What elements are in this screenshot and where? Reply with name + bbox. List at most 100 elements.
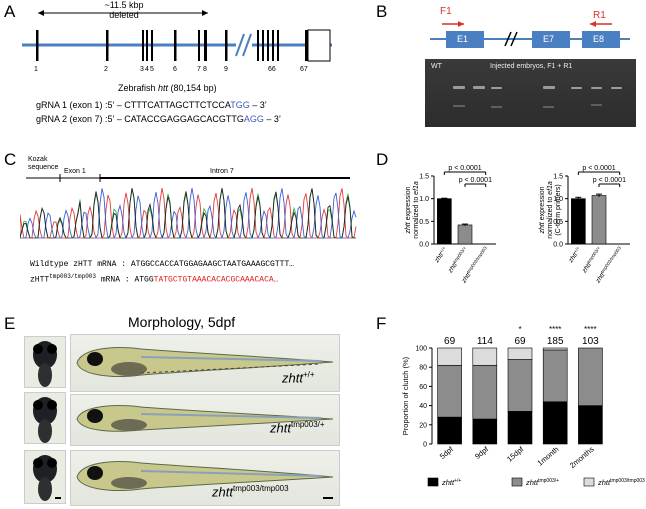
y-tick-label: 0.5: [419, 219, 429, 226]
grna2-sequence: gRNA 2 (exon 7) :5’ – CATACCGAGGAGCACGTT…: [36, 114, 281, 124]
stacked-bar-segment: [507, 359, 533, 412]
gel-caption: Injected embryos, F1 + R1: [490, 63, 573, 70]
dorsal-image-wt: [24, 336, 66, 388]
stacked-bar-segment: [472, 418, 498, 445]
exon-number: 5: [150, 66, 154, 73]
panel-label-b: B: [376, 2, 388, 21]
stacked-bar-segment: [578, 347, 603, 406]
y-tick-label: 1.0: [553, 196, 563, 203]
x-tick-label: zhtt+/+: [566, 245, 583, 265]
y-tick-label: 80: [419, 365, 427, 372]
x-tick-label: zhtt+/+: [432, 245, 449, 265]
exon-e8-label: E8: [593, 34, 605, 44]
exon-number: 66: [268, 66, 276, 73]
morphology-title: Morphology, 5dpf: [128, 314, 236, 330]
gene-label: Zebrafish htt (80,154 bp): [118, 83, 217, 93]
gel-bands: [453, 86, 622, 108]
panel-label-c: C: [4, 150, 17, 169]
mutant-mrna-sequence: zHTTtmp003/tmp003 mRNA : ATGGTATGCTGTAAA…: [30, 273, 279, 285]
exon-number: 7: [197, 66, 201, 73]
intron7-label: Intron 7: [210, 168, 234, 175]
clutch-total-label: 69: [444, 336, 456, 347]
legend-swatch: [511, 477, 523, 487]
fish-lateral-het: [76, 405, 334, 432]
p-value-label: p < 0.0001: [448, 165, 481, 172]
significance-stars: *: [518, 325, 521, 334]
significance-stars: ****: [584, 325, 596, 334]
exon-number: 2: [104, 66, 108, 73]
x-tick-label: 5dpf: [438, 444, 456, 461]
stacked-bar-segment: [542, 401, 568, 445]
exon-number: 8: [203, 66, 207, 73]
stacked-bar-segment: [578, 405, 603, 445]
p-value-label: p < 0.0001: [582, 165, 615, 172]
exon-number: 9: [224, 66, 228, 73]
y-tick-label: 100: [415, 346, 427, 353]
stacked-bar-segment: [472, 364, 498, 420]
y-tick-label: 0.5: [553, 219, 563, 226]
dorsal-image-het: [24, 392, 66, 444]
genotype-label-hom: zhtttmp003/tmp003: [212, 484, 289, 500]
y-axis-label: Proportion of clutch (%): [401, 356, 410, 435]
p-value-label: p < 0.0001: [593, 177, 626, 184]
y-tick-label: 1.5: [419, 174, 429, 181]
x-tick-label: 1month: [536, 445, 561, 468]
gene-break-mark: [235, 33, 245, 57]
genotype-label-wt: zhtt+/+: [282, 370, 315, 386]
exon-box-e7: [532, 31, 570, 48]
exon-number: 6: [173, 66, 177, 73]
exon-number: 4: [145, 66, 149, 73]
significance-stars: ****: [549, 325, 561, 334]
p-value-label: p < 0.0001: [459, 177, 492, 184]
fish-lateral-wt: [76, 347, 334, 377]
bar: [591, 195, 607, 245]
stacked-bar-segment: [542, 347, 568, 351]
panel-label-a: A: [4, 2, 16, 21]
y-axis-label: zhtt expressionnormalized to ef1a: [405, 181, 420, 239]
y-tick-label: 1.0: [419, 196, 429, 203]
y-axis-label: zhtt expressionnormalized to ef1a(C-term…: [539, 181, 562, 239]
exon-number: 3: [140, 66, 144, 73]
gel-wt-label: WT: [431, 63, 442, 70]
panel-label-e: E: [4, 314, 16, 333]
y-tick-label: 0: [423, 442, 427, 449]
primer-r1-label: R1: [593, 10, 606, 21]
stacked-bar-segment: [542, 349, 568, 403]
clutch-total-label: 185: [547, 336, 564, 347]
bar: [457, 224, 473, 245]
exon1-label: Exon 1: [64, 168, 86, 175]
panel-label-f: F: [376, 314, 387, 333]
exon-number: 1: [34, 66, 38, 73]
x-tick-label: 9dpf: [473, 444, 491, 461]
legend-label: zhtttmp003/tmp003: [597, 478, 645, 487]
clutch-total-label: 114: [477, 336, 493, 347]
exon-marks: [36, 30, 308, 61]
lateral-image-wt: [70, 334, 340, 392]
grna1-sequence: gRNA 1 (exon 1) :5’ – CTTTCATTAGCTTCTCCA…: [36, 100, 267, 110]
chromatogram: [20, 174, 357, 239]
exon-box-e1: [446, 31, 484, 48]
lateral-image-het: [70, 394, 340, 446]
y-tick-label: 20: [419, 422, 427, 429]
y-tick-label: 0.0: [553, 242, 563, 249]
stacked-bar-segment: [437, 364, 462, 418]
legend-label: zhtttmp003/+: [525, 478, 559, 487]
clutch-total-label: 69: [514, 336, 526, 347]
primer-diagram: [430, 21, 630, 48]
gene-diagram: [22, 10, 332, 62]
stacked-bar-segment: [437, 347, 462, 366]
y-tick-label: 1.5: [553, 174, 563, 181]
legend-swatch: [427, 477, 439, 487]
gel-image: [425, 59, 636, 127]
stacked-bar-segment: [472, 347, 498, 366]
y-tick-label: 60: [419, 384, 427, 391]
stacked-bar-segment: [437, 416, 462, 445]
y-tick-label: 0.0: [419, 242, 429, 249]
wt-mrna-sequence: Wildtype zHTT mRNA : ATGGCCACCATGGAGAAGC…: [30, 260, 295, 269]
stacked-bar-segment: [507, 347, 533, 360]
fish-lateral-hom: [76, 461, 334, 499]
x-tick-label: 15dpf: [505, 444, 526, 464]
bar: [437, 198, 452, 245]
